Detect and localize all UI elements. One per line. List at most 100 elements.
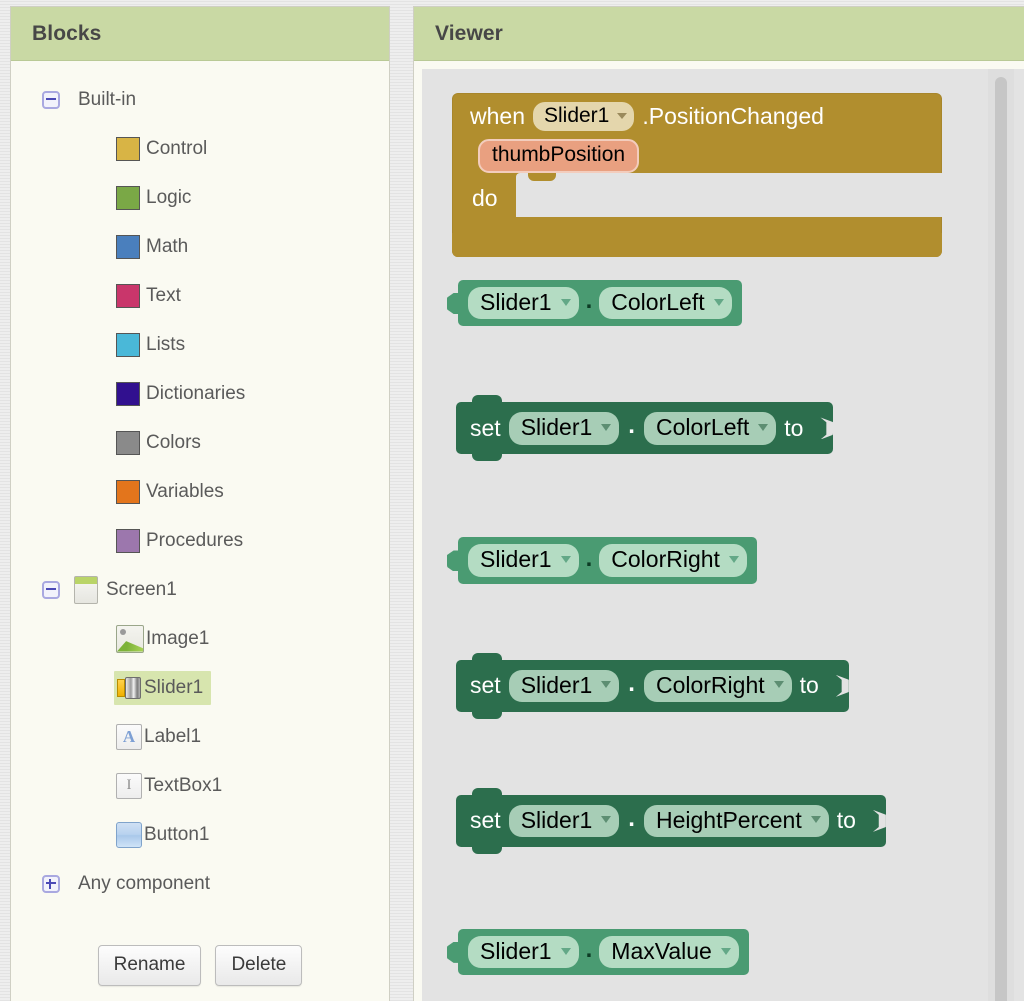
event-statement-slot[interactable]	[516, 173, 942, 217]
block-set-slider1-heightpercent[interactable]: set Slider1 . HeightPercent to	[456, 787, 886, 854]
setter-to-label: to	[784, 414, 804, 441]
chevron-down-icon	[713, 298, 724, 306]
getter-component-label: Slider1	[480, 289, 552, 315]
setter-property-dropdown[interactable]: ColorLeft	[643, 412, 777, 445]
component-slider1-label: Slider1	[144, 676, 204, 698]
tree-action-buttons: Rename Delete	[11, 945, 389, 986]
category-dictionaries-label: Dictionaries	[146, 382, 246, 404]
category-procedures[interactable]: Procedures	[11, 516, 389, 565]
getter-component-dropdown[interactable]: Slider1	[468, 287, 579, 320]
event-name-label: .PositionChanged	[642, 103, 824, 129]
color-swatch-lists	[116, 332, 140, 357]
chevron-down-icon	[560, 947, 571, 955]
color-swatch-text	[116, 283, 140, 308]
setter-to-label: to	[799, 672, 819, 699]
tree-node-built-in[interactable]: Built-in	[11, 75, 389, 124]
setter-component-dropdown[interactable]: Slider1	[508, 669, 620, 703]
getter-component-dropdown[interactable]: Slider1	[468, 544, 579, 577]
component-textbox1-label: TextBox1	[144, 774, 223, 796]
category-lists[interactable]: Lists	[11, 320, 389, 369]
collapse-icon-built-in[interactable]	[42, 90, 60, 109]
getter-component-label: Slider1	[480, 546, 552, 573]
component-image1-label: Image1	[146, 627, 210, 649]
setter-component-dropdown[interactable]: Slider1	[508, 804, 620, 838]
separator-dot: .	[585, 287, 593, 315]
block-get-slider1-colorright[interactable]: Slider1 . ColorRight	[458, 537, 757, 584]
block-set-slider1-colorright[interactable]: set Slider1 . ColorRight to	[456, 652, 849, 719]
blocks-panel-header: Blocks	[11, 7, 389, 61]
color-swatch-dictionaries	[116, 381, 140, 406]
setter-component-dropdown[interactable]: Slider1	[508, 412, 620, 445]
chevron-down-icon	[810, 816, 821, 824]
tree-node-screen1[interactable]: Screen1	[11, 565, 389, 614]
setter-keyword: set	[470, 807, 501, 834]
vertical-scrollbar-thumb[interactable]	[995, 77, 1007, 1001]
category-math-label: Math	[146, 235, 189, 257]
category-colors[interactable]: Colors	[11, 418, 389, 467]
block-get-slider1-colorleft[interactable]: Slider1 . ColorLeft	[458, 280, 742, 327]
component-slider1[interactable]: Slider1	[11, 663, 389, 712]
setter-property-dropdown[interactable]: ColorRight	[643, 669, 792, 703]
color-swatch-control	[116, 136, 140, 161]
category-logic[interactable]: Logic	[11, 173, 389, 222]
component-image1[interactable]: Image1	[11, 614, 389, 663]
chevron-down-icon	[720, 947, 731, 955]
getter-property-dropdown[interactable]: MaxValue	[599, 935, 739, 969]
getter-component-dropdown[interactable]: Slider1	[468, 935, 579, 969]
category-variables[interactable]: Variables	[11, 467, 389, 516]
tree-node-built-in-label: Built-in	[78, 88, 137, 110]
viewer-panel-title: Viewer	[435, 21, 503, 45]
setter-component-label: Slider1	[520, 806, 593, 833]
category-control[interactable]: Control	[11, 124, 389, 173]
component-textbox1[interactable]: I TextBox1	[11, 761, 389, 810]
setter-value-socket[interactable]	[829, 667, 843, 705]
blocks-workspace[interactable]: when Slider1 .PositionChanged thumbPosit…	[422, 69, 1024, 1001]
setter-keyword: set	[470, 672, 501, 699]
category-control-label: Control	[146, 137, 208, 159]
event-do-label: do	[472, 185, 498, 211]
color-swatch-math	[116, 234, 140, 259]
setter-value-socket[interactable]	[866, 802, 880, 840]
setter-property-dropdown[interactable]: HeightPercent	[643, 804, 829, 838]
getter-property-dropdown[interactable]: ColorRight	[599, 544, 747, 577]
category-math[interactable]: Math	[11, 222, 389, 271]
rename-button[interactable]: Rename	[97, 945, 202, 986]
component-button1[interactable]: Button1	[11, 810, 389, 859]
category-dictionaries[interactable]: Dictionaries	[11, 369, 389, 418]
event-parameter-thumbposition[interactable]: thumbPosition	[478, 139, 640, 173]
getter-property-dropdown[interactable]: ColorLeft	[599, 287, 732, 320]
category-text[interactable]: Text	[11, 271, 389, 320]
chevron-down-icon	[560, 298, 571, 306]
color-swatch-variables	[116, 479, 140, 504]
block-set-slider1-colorleft[interactable]: set Slider1 . ColorLeft to	[456, 395, 834, 462]
component-label1[interactable]: A Label1	[11, 712, 389, 761]
setter-component-label: Slider1	[520, 414, 593, 441]
getter-property-label: ColorRight	[611, 546, 720, 573]
block-when-slider1-positionchanged[interactable]: when Slider1 .PositionChanged thumbPosit…	[452, 93, 942, 257]
setter-property-label: ColorRight	[655, 671, 765, 698]
chevron-down-icon	[728, 556, 739, 564]
event-do-row: do	[452, 173, 942, 233]
separator-dot: .	[628, 412, 635, 440]
collapse-icon-screen1[interactable]	[42, 580, 60, 599]
viewer-panel: Viewer when Slider1 .PositionChanged thu…	[413, 6, 1024, 1001]
event-block-footer	[452, 233, 942, 257]
setter-keyword: set	[470, 414, 501, 441]
setter-value-socket[interactable]	[813, 409, 827, 447]
event-component-dropdown[interactable]: Slider1	[532, 102, 635, 131]
category-lists-label: Lists	[146, 333, 186, 355]
setter-property-label: ColorLeft	[655, 414, 750, 441]
getter-property-label: MaxValue	[611, 937, 712, 964]
setter-component-label: Slider1	[520, 671, 593, 698]
block-get-slider1-maxvalue[interactable]: Slider1 . MaxValue	[458, 928, 749, 976]
chevron-down-icon	[773, 681, 784, 689]
chevron-down-icon	[601, 816, 612, 824]
category-colors-label: Colors	[146, 431, 201, 453]
color-swatch-colors	[116, 430, 140, 455]
setter-to-label: to	[836, 807, 856, 834]
delete-button[interactable]: Delete	[215, 945, 303, 986]
tree-node-any-component[interactable]: Any component	[11, 859, 389, 908]
event-component-label: Slider1	[543, 104, 610, 127]
expand-icon-any-component[interactable]	[42, 874, 60, 893]
separator-dot: .	[628, 804, 635, 832]
